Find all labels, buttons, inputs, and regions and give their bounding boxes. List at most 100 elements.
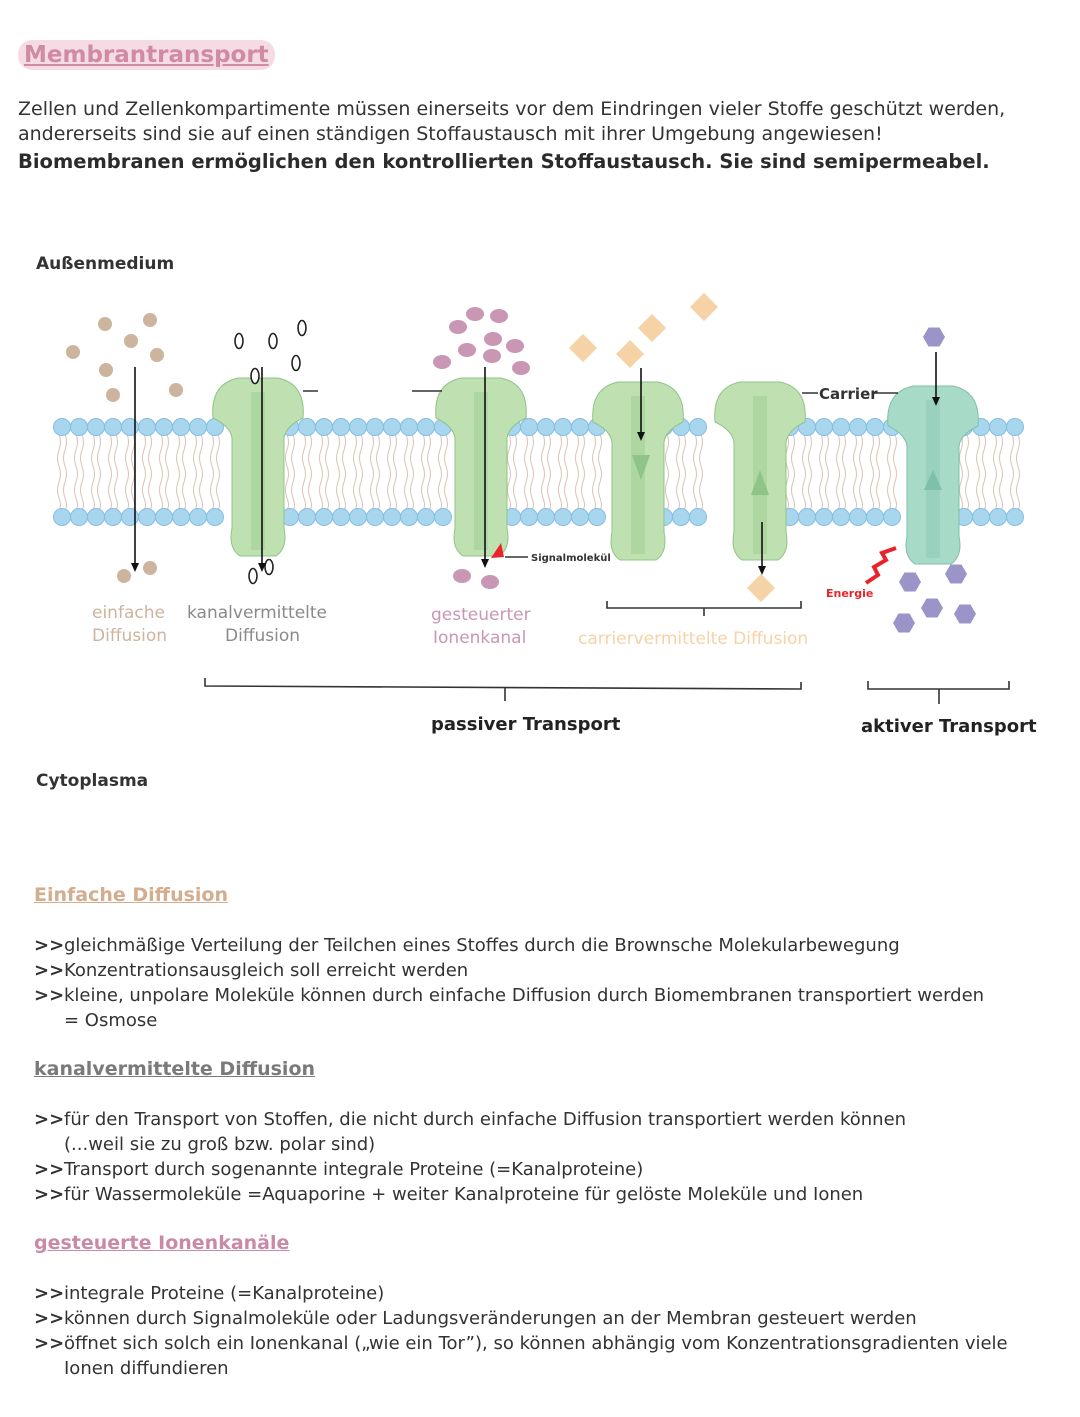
passive-transport-label: passiver Transport: [431, 714, 621, 735]
lipid-head: [298, 508, 316, 526]
lipid-head: [866, 418, 884, 436]
lipid-tail: [376, 433, 380, 511]
ion: [481, 575, 499, 589]
lipid-head: [53, 508, 71, 526]
channel-diffusion-label-1: kanalvermittelte: [187, 603, 327, 623]
lipid-tail: [524, 433, 528, 511]
lipid-head: [155, 418, 173, 436]
lipid-tail: [581, 433, 585, 511]
list-item: >>kleine, unpolare Moleküle können durch…: [34, 985, 985, 1006]
energy-icon: [864, 546, 897, 585]
lipid-head: [1006, 418, 1024, 436]
lipid-head: [989, 508, 1007, 526]
active-transport-arrow-head: [932, 397, 940, 406]
lipid-tail: [159, 433, 163, 511]
list-item: >>Konzentrationsausgleich soll erreicht …: [34, 960, 469, 981]
lipid-tail: [165, 433, 169, 511]
list-item: >>gleichmäßige Verteilung der Teilchen e…: [34, 935, 900, 956]
small-molecule: [99, 363, 113, 377]
lipid-tail: [558, 433, 562, 511]
lipid-tail: [393, 433, 397, 511]
lipid-head: [554, 508, 572, 526]
ion: [449, 320, 467, 334]
lipid-tail: [57, 433, 61, 511]
lipid-tail: [693, 433, 697, 511]
lipid-tail: [547, 433, 551, 511]
ion: [484, 332, 502, 346]
lipid-tail: [836, 433, 840, 511]
page-title: Membrantransport: [18, 40, 275, 70]
pump-flow: [924, 470, 942, 490]
small-molecule: [98, 317, 112, 331]
channel-protein: [212, 377, 304, 557]
lipid-head: [537, 508, 555, 526]
small-molecule: [117, 569, 131, 583]
lipid-tail: [438, 433, 442, 511]
pumped-molecule: [923, 327, 945, 347]
lipid-tail: [336, 433, 340, 511]
lipid-head: [104, 418, 122, 436]
lipid-tail: [785, 433, 789, 511]
signal-molecule: [491, 543, 504, 558]
simple-diffusion-label-2: Diffusion: [92, 626, 167, 646]
water-molecule: [234, 332, 244, 350]
outside-label: Außenmedium: [36, 254, 174, 274]
lipid-tail: [853, 433, 857, 511]
lipid-tail: [285, 433, 289, 511]
lipid-tail: [291, 433, 295, 511]
lipid-head: [520, 508, 538, 526]
lipid-head: [189, 508, 207, 526]
lipid-tail: [819, 433, 823, 511]
lipid-head: [189, 418, 207, 436]
lipid-tail: [370, 433, 374, 511]
lipid-tail: [63, 433, 67, 511]
lipid-head: [87, 418, 105, 436]
lipid-head: [138, 418, 156, 436]
lipid-head: [138, 508, 156, 526]
lipid-head: [689, 418, 707, 436]
small-molecule: [169, 383, 183, 397]
arrows: [131, 352, 940, 575]
lipid-head: [417, 508, 435, 526]
lipid-tail: [319, 433, 323, 511]
lipid-head: [588, 508, 606, 526]
lipid-head: [537, 418, 555, 436]
lipid-tail: [541, 433, 545, 511]
lipid-head: [1006, 508, 1024, 526]
lipid-head: [434, 508, 452, 526]
simple-diffusion-label-1: einfache: [92, 603, 165, 623]
lipid-head: [689, 508, 707, 526]
list-item: >>Transport durch sogenannte integrale P…: [34, 1159, 644, 1180]
lipid-head: [87, 508, 105, 526]
lipid-tail: [216, 433, 220, 511]
section-heading-simple-diffusion: Einfache Diffusion: [34, 884, 228, 906]
lipid-head: [417, 418, 435, 436]
lipid-tail: [592, 433, 596, 511]
lipid-tail: [564, 433, 568, 511]
lipid-tail: [682, 433, 686, 511]
channel-diffusion-arrow-head: [258, 563, 266, 572]
lipid-tail: [421, 433, 425, 511]
lipid-tail: [887, 433, 891, 511]
list-simple-diffusion: >>gleichmäßige Verteilung der Teilchen e…: [34, 933, 1054, 1033]
lipid-tail: [598, 433, 602, 511]
water-molecule: [268, 332, 278, 350]
lipid-head: [798, 508, 816, 526]
carrier-substrate: [569, 334, 597, 362]
lipid-head: [53, 418, 71, 436]
lipid-head: [832, 508, 850, 526]
intro-line-2: andererseits sind sie auf einen ständige…: [18, 123, 883, 145]
pumped-molecule: [899, 572, 921, 592]
lipid-tail: [530, 433, 534, 511]
lipid-head: [349, 508, 367, 526]
lipid-tail: [870, 433, 874, 511]
lipid-tail: [387, 433, 391, 511]
lipid-tail: [876, 433, 880, 511]
carrier-substrate: [747, 574, 775, 602]
lipid-tail: [108, 433, 112, 511]
lipid-tail: [353, 433, 357, 511]
list-item-continuation: = Osmose: [64, 1010, 158, 1031]
lipid-head: [849, 418, 867, 436]
carrier-bracket: [606, 601, 802, 616]
lipid-head: [883, 508, 901, 526]
